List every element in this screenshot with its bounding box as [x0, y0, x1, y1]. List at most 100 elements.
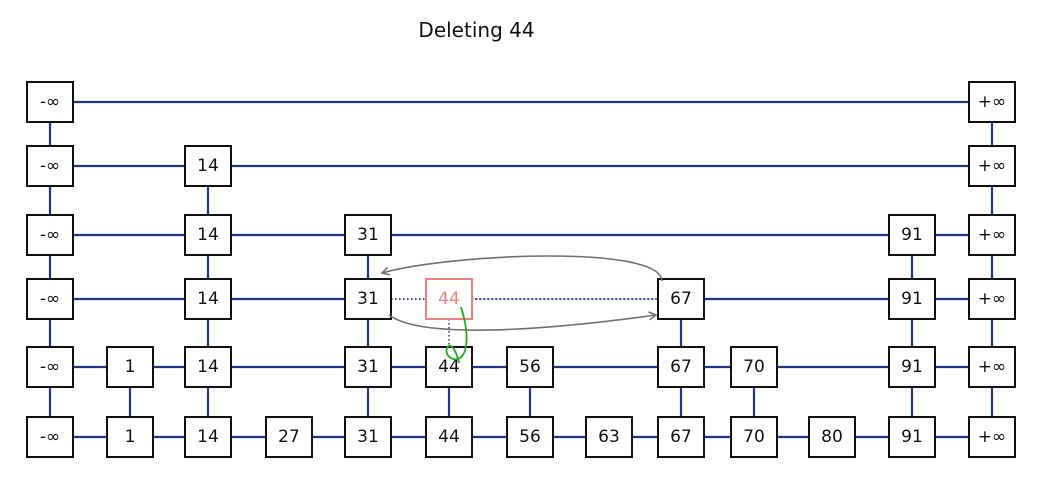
node-box	[184, 278, 232, 320]
node-label: 14	[197, 357, 219, 377]
node-box	[184, 145, 232, 187]
node-box	[26, 145, 74, 187]
node-box	[26, 278, 74, 320]
node-box	[344, 278, 392, 320]
node-label: 91	[901, 225, 923, 245]
node-+∞: +∞	[968, 416, 1016, 458]
node-label: +∞	[978, 156, 1006, 176]
node-label: -∞	[40, 289, 60, 309]
node-70: 70	[730, 416, 778, 458]
node-box	[657, 346, 705, 388]
node-box	[968, 346, 1016, 388]
node-box	[968, 81, 1016, 123]
nodes-layer: -∞ +∞ -∞ 14 +∞ -∞ 14 31 91 +∞ -∞ 14 31 44 67 91 +∞ -∞ 1 14 3…	[26, 81, 1016, 458]
node-63: 63	[585, 416, 633, 458]
node-31: 31	[344, 278, 392, 320]
node-label: 67	[670, 427, 692, 447]
node-label: 44	[438, 357, 460, 377]
node-+∞: +∞	[968, 278, 1016, 320]
node-box	[730, 416, 778, 458]
node-80: 80	[808, 416, 856, 458]
node-label: 80	[821, 427, 843, 447]
deleted-node-44: 44	[425, 278, 473, 320]
node-label: +∞	[978, 427, 1006, 447]
forward-pointer-arrow	[388, 311, 658, 331]
node-label: 1	[125, 357, 136, 377]
node-31: 31	[344, 416, 392, 458]
node-1: 1	[106, 346, 154, 388]
node-label: 67	[670, 289, 692, 309]
node-label: 44	[438, 289, 460, 309]
node-label: 56	[519, 357, 541, 377]
node-label: 63	[598, 427, 620, 447]
node-box	[26, 346, 74, 388]
node-label: +∞	[978, 225, 1006, 245]
node-+∞: +∞	[968, 346, 1016, 388]
node-label: -∞	[40, 427, 60, 447]
node-67: 67	[657, 346, 705, 388]
node-label: 31	[357, 357, 379, 377]
page-title: Deleting 44	[418, 18, 535, 42]
links-layer	[48, 100, 994, 439]
node-box	[808, 416, 856, 458]
node-box	[888, 416, 936, 458]
node--∞: -∞	[26, 81, 74, 123]
node-label: 27	[278, 427, 300, 447]
node-label: -∞	[40, 225, 60, 245]
node-56: 56	[506, 416, 554, 458]
node-box	[968, 214, 1016, 256]
node-91: 91	[888, 346, 936, 388]
node--∞: -∞	[26, 214, 74, 256]
node-+∞: +∞	[968, 81, 1016, 123]
node-label: +∞	[978, 357, 1006, 377]
node-31: 31	[344, 346, 392, 388]
node-box	[184, 416, 232, 458]
node-box	[506, 416, 554, 458]
node-box	[657, 278, 705, 320]
node-box	[730, 346, 778, 388]
node-label: -∞	[40, 92, 60, 112]
node-box	[888, 214, 936, 256]
node-box	[184, 214, 232, 256]
node-label: 14	[197, 427, 219, 447]
node--∞: -∞	[26, 416, 74, 458]
node-label: 67	[670, 357, 692, 377]
node-box	[106, 346, 154, 388]
node-box	[888, 346, 936, 388]
node--∞: -∞	[26, 346, 74, 388]
removal-arrow	[445, 306, 468, 364]
node-box	[184, 346, 232, 388]
node-box	[344, 346, 392, 388]
node-box	[106, 416, 154, 458]
node-label: 91	[901, 357, 923, 377]
node-14: 14	[184, 346, 232, 388]
node-+∞: +∞	[968, 145, 1016, 187]
node-91: 91	[888, 278, 936, 320]
node-14: 14	[184, 214, 232, 256]
node-44: 44	[425, 346, 473, 388]
node-box	[657, 416, 705, 458]
node-label: 14	[197, 156, 219, 176]
node-box	[968, 416, 1016, 458]
node-box	[968, 278, 1016, 320]
node-1: 1	[106, 416, 154, 458]
node-label: 31	[357, 289, 379, 309]
node-label: 31	[357, 427, 379, 447]
back-pointer-arrow	[380, 255, 663, 282]
node-67: 67	[657, 416, 705, 458]
node-label: 56	[519, 427, 541, 447]
node-label: +∞	[978, 289, 1006, 309]
node-67: 67	[657, 278, 705, 320]
node-27: 27	[265, 416, 313, 458]
node-label: -∞	[40, 357, 60, 377]
node-label: 14	[197, 225, 219, 245]
node-box	[968, 145, 1016, 187]
node-label: 91	[901, 427, 923, 447]
node-14: 14	[184, 416, 232, 458]
node-box	[888, 278, 936, 320]
node-56: 56	[506, 346, 554, 388]
node-box	[344, 416, 392, 458]
node-box	[26, 81, 74, 123]
node-box	[26, 214, 74, 256]
